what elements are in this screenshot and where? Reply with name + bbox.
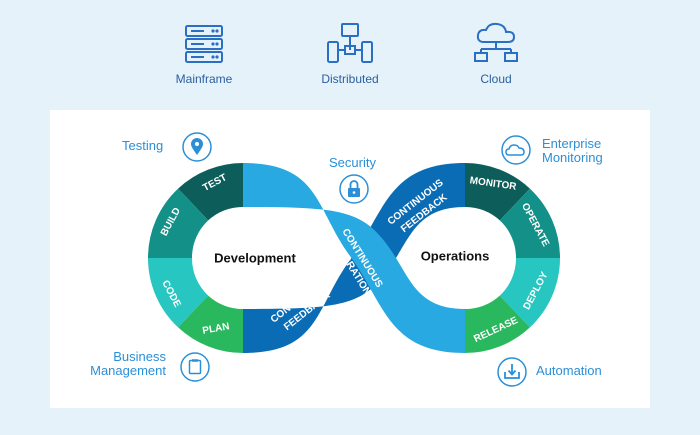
segment-monitor: [465, 163, 530, 221]
infinity-diagram: TEST BUILD CODE PLAN MONITOR OPERATE DEP…: [148, 132, 560, 387]
business-label-line1: Business: [113, 349, 166, 364]
mainframe-item: Mainframe: [154, 22, 254, 86]
segment-release: [465, 295, 530, 353]
automation-label: Automation: [536, 363, 602, 378]
loop-label-plan: PLAN: [202, 321, 231, 337]
segment-code: [148, 258, 209, 328]
server-rack-icon: [185, 25, 223, 63]
cloud-label: Cloud: [480, 72, 512, 86]
segment-test: [178, 163, 243, 221]
cloud-sync-icon: [501, 135, 531, 165]
operations-title: Operations: [421, 249, 490, 264]
segment-plan: [178, 295, 243, 353]
lock-icon: [339, 174, 369, 204]
enterprise-label-line1: Enterprise: [542, 136, 602, 151]
business-label-line2: Management: [90, 363, 166, 378]
enterprise-label-line2: Monitoring: [542, 150, 603, 165]
distributed-item: Distributed: [300, 22, 400, 86]
development-title: Development: [214, 251, 296, 266]
location-pin-icon: [182, 132, 212, 162]
band-continuous-integration: [243, 163, 465, 353]
network-nodes-icon: [327, 23, 373, 63]
devops-infinity-panel: TEST BUILD CODE PLAN MONITOR OPERATE DEP…: [50, 110, 650, 408]
business-management-label: Business Management: [78, 350, 166, 378]
testing-label: Testing: [122, 138, 164, 153]
segment-deploy: [499, 258, 560, 328]
download-tray-icon: [497, 357, 527, 387]
security-label: Security: [329, 155, 376, 170]
mainframe-label: Mainframe: [175, 72, 233, 86]
cloud-network-icon: [474, 22, 518, 62]
cloud-item: Cloud: [446, 22, 546, 86]
enterprise-monitoring-label: Enterprise Monitoring: [542, 137, 603, 165]
document-icon: [180, 352, 210, 382]
segment-build: [148, 188, 209, 258]
segment-operate: [499, 188, 560, 258]
distributed-label: Distributed: [321, 72, 379, 86]
